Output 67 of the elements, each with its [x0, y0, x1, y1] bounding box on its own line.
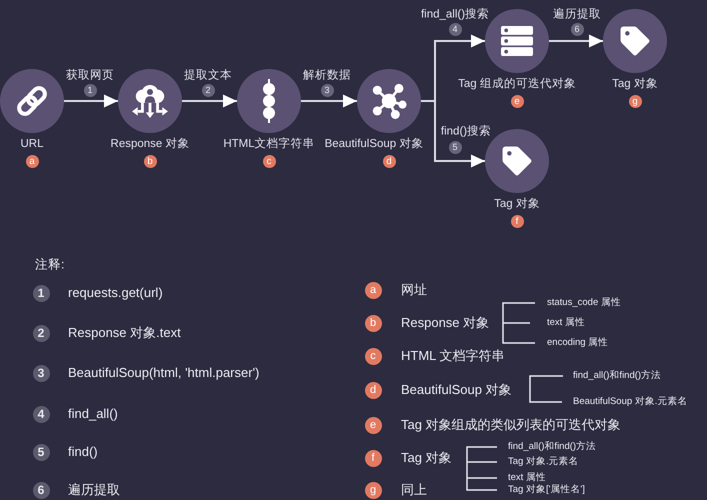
number-badge: 4 — [32, 406, 50, 422]
note-text: find() — [68, 444, 98, 460]
letter-badge: a — [364, 282, 382, 298]
note-text: Response 对象 — [401, 315, 490, 331]
arrow — [64, 94, 118, 108]
note-text: Tag 对象.元素名 — [508, 456, 579, 468]
node-label: BeautifulSoup 对象 — [324, 138, 424, 151]
note-text: Tag 对象['属性名'] — [508, 484, 585, 496]
note-text: Tag 对象组成的类似列表的可迭代对象 — [401, 417, 621, 433]
node-label: HTML文档字符串 — [223, 138, 315, 151]
node-label: Tag 对象 — [612, 78, 658, 91]
note-text: requests.get(url) — [68, 285, 163, 301]
node-label: Response 对象 — [110, 138, 190, 151]
edge-label: find()搜索 — [440, 126, 492, 138]
edge-label: 解析数据 — [303, 70, 351, 82]
letter-badge: b — [144, 155, 156, 168]
note-text: text 属性 — [547, 317, 585, 329]
number-badge: 6 — [32, 482, 50, 498]
note-text: HTML 文档字符串 — [401, 348, 505, 364]
number-badge: 4 — [448, 22, 462, 36]
note-text: BeautifulSoup(html, 'html.parser') — [68, 365, 260, 381]
number-badge: 1 — [84, 84, 96, 96]
number-badge: 2 — [32, 324, 50, 342]
note-text: find_all() — [68, 406, 118, 422]
edge-label: 遍历提取 — [553, 8, 601, 22]
note-text: Response 对象.text — [68, 325, 181, 341]
arrow — [549, 34, 603, 48]
number-badge: 6 — [570, 22, 584, 36]
letter-badge: e — [364, 416, 382, 434]
number-badge: 2 — [202, 84, 214, 96]
edge-label: find_all()搜索 — [420, 8, 490, 22]
note-text: BeautifulSoup 对象 — [401, 382, 512, 398]
arrow — [301, 94, 357, 108]
number-badge: 3 — [32, 364, 50, 382]
letter-badge: c — [262, 155, 276, 168]
note-text: encoding 属性 — [547, 337, 608, 349]
number-badge: 1 — [32, 284, 50, 302]
note-text: 同上 — [401, 482, 427, 498]
letter-badge: d — [364, 382, 382, 398]
letter-badge: g — [628, 95, 642, 108]
letter-badge: a — [26, 155, 38, 168]
number-badge: 5 — [32, 444, 50, 460]
note-text: 遍历提取 — [68, 482, 120, 498]
node-label: Tag 对象 — [494, 198, 540, 211]
edge-label: 获取网页 — [66, 70, 114, 82]
letter-badge: c — [364, 348, 382, 364]
arrow — [182, 94, 237, 108]
note-text: text 属性 — [508, 472, 546, 484]
note-text: find_all()和find()方法 — [573, 370, 662, 382]
note-text: find_all()和find()方法 — [508, 441, 596, 453]
number-badge: 5 — [448, 140, 462, 154]
letter-badge: f — [364, 450, 382, 466]
letter-badge: b — [364, 314, 382, 332]
note-text: Tag 对象 — [401, 450, 452, 466]
note-text: 网址 — [401, 282, 427, 298]
note-text: status_code 属性 — [547, 297, 621, 309]
edge-label: 提取文本 — [184, 70, 232, 82]
letter-badge: g — [364, 482, 382, 498]
letter-badge: f — [510, 215, 524, 228]
letter-badge: d — [382, 155, 396, 168]
note-text: BeautifulSoup 对象.元素名 — [573, 396, 688, 408]
node-label: URL — [20, 138, 44, 151]
arrow — [421, 100, 485, 168]
node-label: Tag 组成的可迭代对象 — [458, 78, 576, 91]
letter-badge: e — [510, 95, 524, 108]
number-badge: 3 — [320, 84, 334, 96]
notes-heading: 注释: — [35, 258, 64, 272]
